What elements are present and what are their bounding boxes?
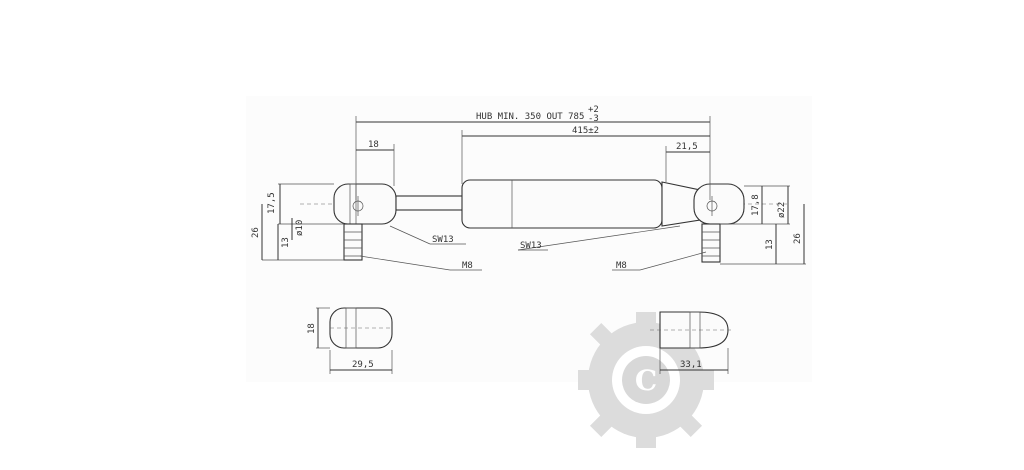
stroke-tol-plus: +2 xyxy=(588,105,599,115)
piston-rod xyxy=(395,195,465,211)
fitting-width-label: 21,5 xyxy=(676,142,698,152)
sw13-left-label: SW13 xyxy=(432,235,454,245)
eye-width-label: 18 xyxy=(368,140,379,150)
left-bore-label: ø10 xyxy=(295,220,305,236)
right-eye-label: 17,8 xyxy=(751,194,761,216)
detail-right-width-label: 33,1 xyxy=(680,360,702,370)
left-stud xyxy=(343,223,363,261)
left-eye-dia-label: 17,5 xyxy=(267,192,277,214)
m8-right-label: M8 xyxy=(616,261,627,271)
left-total-label: 26 xyxy=(251,227,261,238)
length-label: 415±2 xyxy=(572,126,599,136)
watermark-letter: C xyxy=(635,364,657,397)
sw13-mid-label: SW13 xyxy=(520,241,542,251)
right-total-label: 26 xyxy=(793,233,803,244)
stroke-label: HUB MIN. 350 OUT 785 xyxy=(476,112,584,122)
left-stud-label: 13 xyxy=(281,237,291,248)
m8-left-label: M8 xyxy=(462,261,473,271)
detail-left-height-label: 18 xyxy=(307,323,317,334)
right-eye-fitting xyxy=(693,183,745,225)
detail-left-width-label: 29,5 xyxy=(352,360,374,370)
left-eye-fitting xyxy=(333,183,397,225)
stroke-tol-minus: -3 xyxy=(588,114,599,124)
right-dia-label: ø22 xyxy=(777,202,787,218)
right-stud xyxy=(701,223,721,263)
right-stud-label: 13 xyxy=(765,239,775,250)
cylinder xyxy=(461,179,663,229)
